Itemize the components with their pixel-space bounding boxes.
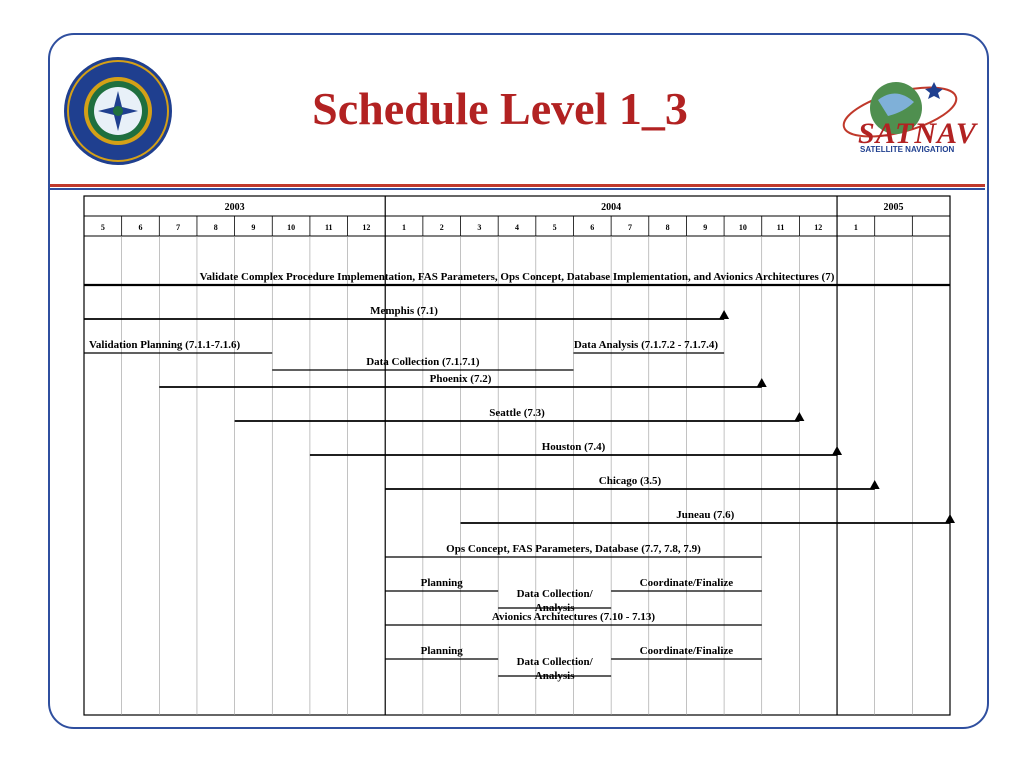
task-label: Ops Concept, FAS Parameters, Database (7… [446, 543, 701, 555]
task-label: Phoenix (7.2) [430, 373, 492, 385]
milestone-marker [869, 480, 880, 489]
task-label: Chicago (3.5) [599, 475, 662, 487]
task-label: Juneau (7.6) [676, 509, 734, 521]
month-label: 6 [138, 223, 142, 232]
month-label: 8 [214, 223, 218, 232]
month-label: 5 [101, 223, 105, 232]
year-label-2003: 2003 [225, 202, 245, 213]
task-label: Planning [421, 577, 464, 589]
task-label: Memphis (7.1) [370, 305, 438, 317]
task-label: Validation Planning (7.1.1-7.1.6) [89, 339, 241, 351]
month-label: 12 [814, 223, 822, 232]
satnav-globe-icon [838, 72, 968, 157]
task-label: Coordinate/Finalize [640, 577, 734, 589]
month-label: 10 [287, 223, 295, 232]
month-label: 3 [477, 223, 481, 232]
month-label: 9 [703, 223, 707, 232]
month-label: 4 [515, 223, 519, 232]
month-label: 5 [553, 223, 557, 232]
month-label: 11 [777, 223, 785, 232]
month-label: 8 [666, 223, 670, 232]
milestone-marker [945, 514, 955, 523]
page-title: Schedule Level 1_3 [312, 83, 688, 134]
task-label: Data Collection (7.1.7.1) [366, 356, 480, 368]
header-rule-blue [50, 188, 985, 190]
task-label: Coordinate/Finalize [640, 645, 734, 657]
task-label: Seattle (7.3) [489, 407, 545, 419]
month-label: 11 [325, 223, 333, 232]
task-label: Data Analysis (7.1.7.2 - 7.1.7.4) [574, 339, 719, 351]
satnav-brand: SATNAV [858, 117, 977, 150]
month-label: 12 [362, 223, 370, 232]
month-label: 7 [628, 223, 632, 232]
chart-border [83, 195, 951, 716]
month-label: 7 [176, 223, 180, 232]
month-label: 6 [590, 223, 594, 232]
task-label: Planning [421, 645, 464, 657]
slide-frame [48, 33, 989, 729]
satnav-brand-sub: SATELLITE NAVIGATION [860, 145, 955, 154]
year-label-2005: 2005 [884, 202, 904, 213]
month-label: 1 [854, 223, 858, 232]
month-label: 10 [739, 223, 747, 232]
header-rule-red [50, 184, 985, 187]
task-label: Analysis [535, 670, 575, 682]
milestone-marker [756, 378, 767, 387]
task-label: Data Collection/ [517, 588, 594, 600]
year-label-2004: 2004 [601, 202, 621, 213]
task-label: Avionics Architectures (7.10 - 7.13) [492, 611, 655, 623]
task-label: Houston (7.4) [542, 441, 606, 453]
milestone-marker [719, 310, 730, 319]
faa-seal-logo [62, 55, 174, 172]
milestone-marker [832, 446, 843, 455]
task-label: Validate Complex Procedure Implementatio… [200, 271, 835, 283]
milestone-marker [794, 412, 805, 421]
month-label: 1 [402, 223, 406, 232]
month-label: 2 [440, 223, 444, 232]
task-label: Analysis [535, 602, 575, 614]
month-label: 9 [251, 223, 255, 232]
task-label: Data Collection/ [517, 656, 594, 668]
